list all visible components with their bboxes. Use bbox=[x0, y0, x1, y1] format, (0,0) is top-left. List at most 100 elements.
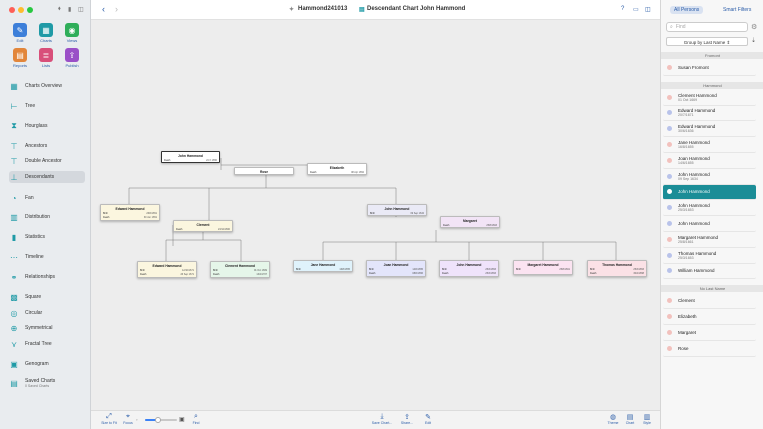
sidebar-item-timeline[interactable]: ⋯Timeline bbox=[9, 251, 85, 263]
inspector-toggle-icon[interactable]: ◫ bbox=[645, 7, 651, 13]
sidebar-item-fractal-tree[interactable]: ⋎Fractal Tree bbox=[9, 338, 85, 350]
sidebar-item-circular[interactable]: ◎Circular bbox=[9, 307, 85, 319]
sidebar-item-ancestors[interactable]: ⊤Ancestors bbox=[9, 140, 85, 152]
gear-icon[interactable]: ⚙ bbox=[751, 24, 758, 31]
sidebar-item-genogram[interactable]: ▣Genogram bbox=[9, 358, 85, 370]
zoom-window-button[interactable] bbox=[27, 7, 33, 13]
sidebar-item-hourglass[interactable]: ⧗Hourglass bbox=[9, 120, 85, 132]
gender-dot-icon bbox=[667, 157, 672, 163]
person-list-text: Clement bbox=[678, 298, 695, 303]
search-field[interactable]: ⌕ Find bbox=[666, 22, 748, 32]
zoom-out-icon[interactable]: ▫ bbox=[136, 417, 138, 422]
publish-tool[interactable]: ⇪Publish bbox=[62, 48, 82, 68]
person-card-name: Clement bbox=[196, 223, 210, 227]
charts-tool[interactable]: ▦Charts bbox=[36, 23, 56, 43]
forward-icon[interactable]: › bbox=[115, 4, 118, 14]
group-by-popup[interactable]: Group by Last Name ⇕ bbox=[666, 37, 748, 46]
focus-button[interactable]: ⌖Focus bbox=[116, 413, 140, 425]
close-window-button[interactable] bbox=[9, 7, 15, 13]
chart-button[interactable]: ▤Chart bbox=[618, 413, 642, 425]
sidebar-item-tree[interactable]: ⊢Tree bbox=[9, 100, 85, 112]
gender-dot-icon bbox=[667, 314, 672, 320]
sidebar-item-label: Fan bbox=[25, 195, 34, 201]
zoom-slider-knob[interactable] bbox=[154, 416, 161, 423]
sidebar-toggle-icon[interactable]: ◫ bbox=[78, 7, 84, 13]
sidebar-item-charts-overview[interactable]: ▦Charts Overview bbox=[9, 80, 85, 92]
all-persons-tab[interactable]: All Persons bbox=[670, 6, 704, 14]
person-list-item[interactable]: John Hammond bbox=[663, 184, 756, 201]
style-button[interactable]: ▥Style bbox=[635, 413, 659, 425]
edit-button[interactable]: ✎Edit bbox=[416, 413, 440, 425]
sidebar-item-symmetrical[interactable]: ⊕Symmetrical bbox=[9, 322, 85, 334]
window-icon[interactable]: ▭ bbox=[633, 7, 639, 13]
person-card-name: Elizabeth bbox=[329, 166, 345, 170]
person-list-item[interactable]: John Hammond bbox=[663, 216, 756, 232]
person-list-item[interactable]: Elizabeth bbox=[663, 309, 756, 325]
smart-filters-tab[interactable]: Smart Filters bbox=[723, 7, 752, 13]
sidebar-item-distribution[interactable]: ▥Distribution bbox=[9, 211, 85, 223]
sidebar-item-statistics[interactable]: ▮Statistics bbox=[9, 231, 85, 243]
sidebar-item-double-ancestor[interactable]: ⊤Double Ancestor bbox=[9, 155, 85, 167]
sidebar-item-descendants[interactable]: ⊥Descendants bbox=[9, 171, 85, 183]
save-chart-button[interactable]: ⤓Save Chart... bbox=[370, 413, 394, 425]
sidebar-item-relationships[interactable]: ⚭Relationships bbox=[9, 271, 85, 283]
fan-icon: ◔ bbox=[11, 193, 17, 203]
sort-icon[interactable]: ⇣ bbox=[751, 38, 757, 44]
person-list-item[interactable]: Susan Fromont bbox=[663, 60, 756, 76]
sidebar-item-label: Relationships bbox=[25, 274, 56, 280]
theme-button[interactable]: ◍Theme bbox=[601, 413, 625, 425]
distribution-icon: ▥ bbox=[10, 212, 18, 222]
lists-tool[interactable]: ≣Lists bbox=[36, 48, 56, 68]
views-tool[interactable]: ◉Views bbox=[62, 23, 82, 43]
share-button[interactable]: ⇪Share... bbox=[395, 413, 419, 425]
back-icon[interactable]: ‹ bbox=[102, 4, 105, 14]
person-card-field-label: Birth bbox=[442, 268, 447, 271]
reports-tool[interactable]: ▤Reports bbox=[10, 48, 30, 68]
person-list-item[interactable]: Rose bbox=[663, 341, 756, 357]
person-list-item[interactable]: Clement bbox=[663, 293, 756, 310]
sidebar-item-square[interactable]: ▩Square bbox=[9, 291, 85, 303]
find-label: Find bbox=[192, 421, 200, 425]
sidebar-item-fan[interactable]: ◔ Fan bbox=[9, 192, 85, 204]
zoom-slider[interactable] bbox=[145, 416, 177, 423]
help-icon[interactable]: ? bbox=[621, 6, 625, 12]
zoom-in-icon[interactable]: ▣ bbox=[179, 417, 185, 423]
person-card-field-label: Death bbox=[310, 171, 317, 174]
size-to-fit-button[interactable]: ⤢Size to Fit bbox=[97, 413, 121, 425]
person-list-item[interactable]: William Hammond bbox=[663, 264, 756, 280]
person-list-item[interactable]: Margaret bbox=[663, 325, 756, 341]
tool-label: Views bbox=[66, 38, 78, 43]
bookmark-icon[interactable]: ▮ bbox=[68, 7, 72, 13]
tool-label: Edit bbox=[16, 38, 24, 43]
person-card[interactable]: Rose bbox=[234, 167, 294, 175]
minimize-window-button[interactable] bbox=[18, 7, 24, 13]
tag-icon[interactable]: ⬧ bbox=[58, 6, 61, 12]
edit-tool[interactable]: ✎Edit bbox=[10, 23, 30, 43]
find-button[interactable]: ⌕Find bbox=[184, 413, 208, 425]
